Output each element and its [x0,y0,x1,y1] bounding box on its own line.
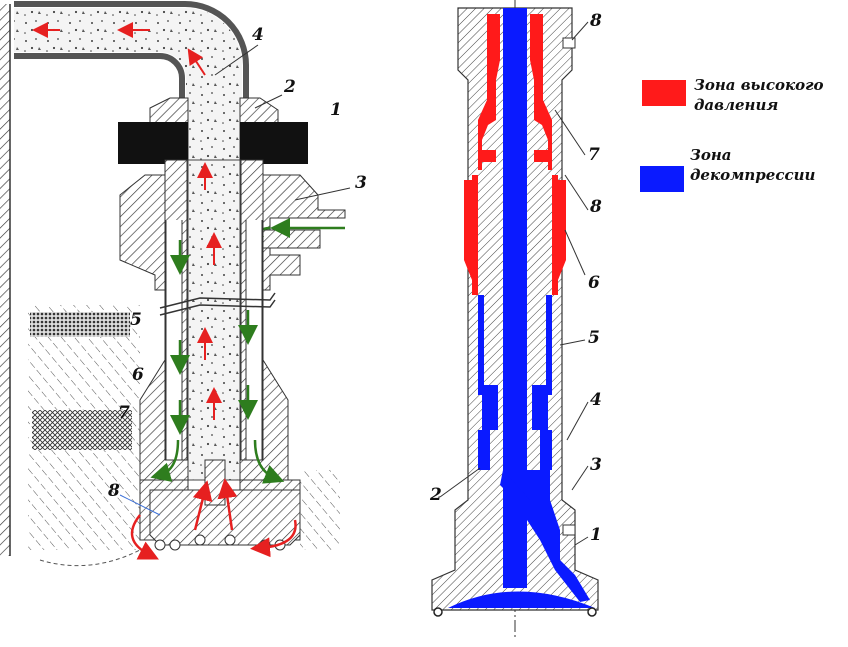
borehole-wall [0,4,10,556]
decompression-zone [448,8,595,608]
left-leader-lines [119,44,351,516]
left-label-7: 7 [118,403,130,423]
legend-decompression-line2: декомпрессии [690,166,815,184]
right-label-6: 6 [588,273,600,293]
right-label-3: 3 [590,455,602,475]
left-label-6: 6 [132,365,144,385]
high-pressure-zone [464,14,566,295]
right-label-8-top: 8 [589,11,602,31]
legend-high-pressure-line1: Зона высокого [694,76,824,94]
right-diagram: 8 7 8 6 5 4 3 2 1 [429,0,602,640]
right-label-8: 8 [589,197,602,217]
left-label-2: 2 [283,77,296,97]
right-label-1: 1 [590,525,602,545]
left-label-8: 8 [107,481,120,501]
right-label-7: 7 [588,145,600,165]
rotary-clamp [118,97,308,164]
rock-formation [28,305,340,567]
left-label-1: 1 [330,100,342,120]
left-diagram: 4 2 1 3 5 6 7 8 [0,1,367,567]
left-label-4: 4 [252,25,264,45]
discharge-pipe [14,1,249,160]
right-label-5: 5 [588,328,600,348]
left-label-5: 5 [130,310,142,330]
downhole-hammer [130,358,301,560]
right-leader-lines [439,21,589,546]
legend-swatch-decompression [640,166,684,192]
legend-high-pressure-line2: давления [694,96,778,114]
legend: Зона высокого давления Зона декомпрессии [640,76,824,192]
left-label-3: 3 [355,173,367,193]
drill-string [159,159,276,481]
legend-decompression-line1: Зона [690,146,731,164]
right-label-4: 4 [590,390,602,410]
right-label-2: 2 [429,485,442,505]
legend-swatch-high-pressure [642,80,686,106]
